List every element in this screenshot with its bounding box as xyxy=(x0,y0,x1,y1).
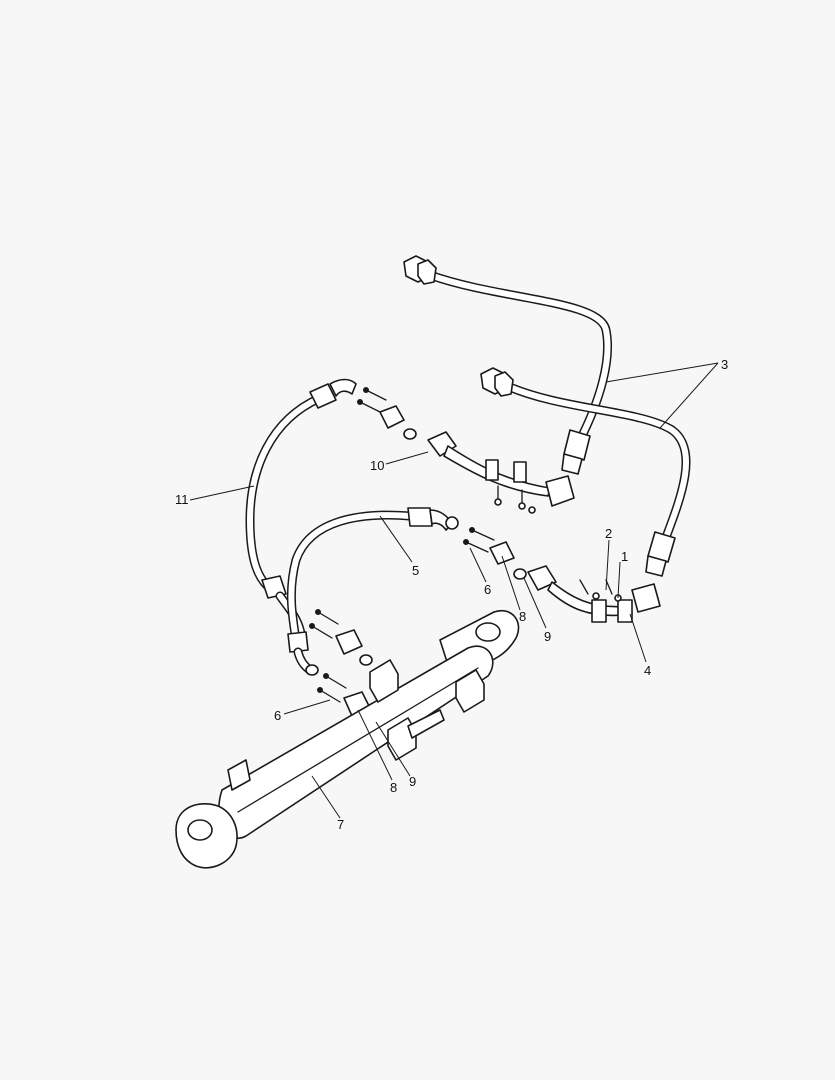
bolt-set xyxy=(463,527,622,602)
callout-3: 3 xyxy=(721,357,728,372)
callout-5: 5 xyxy=(412,563,419,578)
hose-assembly-5 xyxy=(286,507,459,676)
callout-1: 1 xyxy=(621,549,628,564)
tube-assembly-10 xyxy=(357,387,575,514)
callout-2: 2 xyxy=(605,526,612,541)
callout-8a: 8 xyxy=(519,609,526,624)
callout-7: 7 xyxy=(337,817,344,832)
callout-9b: 9 xyxy=(409,774,416,789)
hose-assembly-11 xyxy=(245,378,357,645)
tube-assembly-4 xyxy=(463,527,661,623)
callout-9a: 9 xyxy=(544,629,551,644)
callout-10: 10 xyxy=(370,458,384,473)
callout-4: 4 xyxy=(644,663,651,678)
callout-6b: 6 xyxy=(274,708,281,723)
bolt-set xyxy=(357,387,536,514)
callout-6a: 6 xyxy=(484,582,491,597)
hydraulic-cylinder-7 xyxy=(175,609,520,869)
callout-11: 11 xyxy=(175,492,189,507)
hose-assembly-3 xyxy=(403,255,691,577)
callout-8b: 8 xyxy=(390,780,397,795)
callout-labels: 1 2 3 4 5 6 6 7 8 8 9 9 10 11 xyxy=(175,357,728,832)
leader-lines xyxy=(189,362,719,819)
